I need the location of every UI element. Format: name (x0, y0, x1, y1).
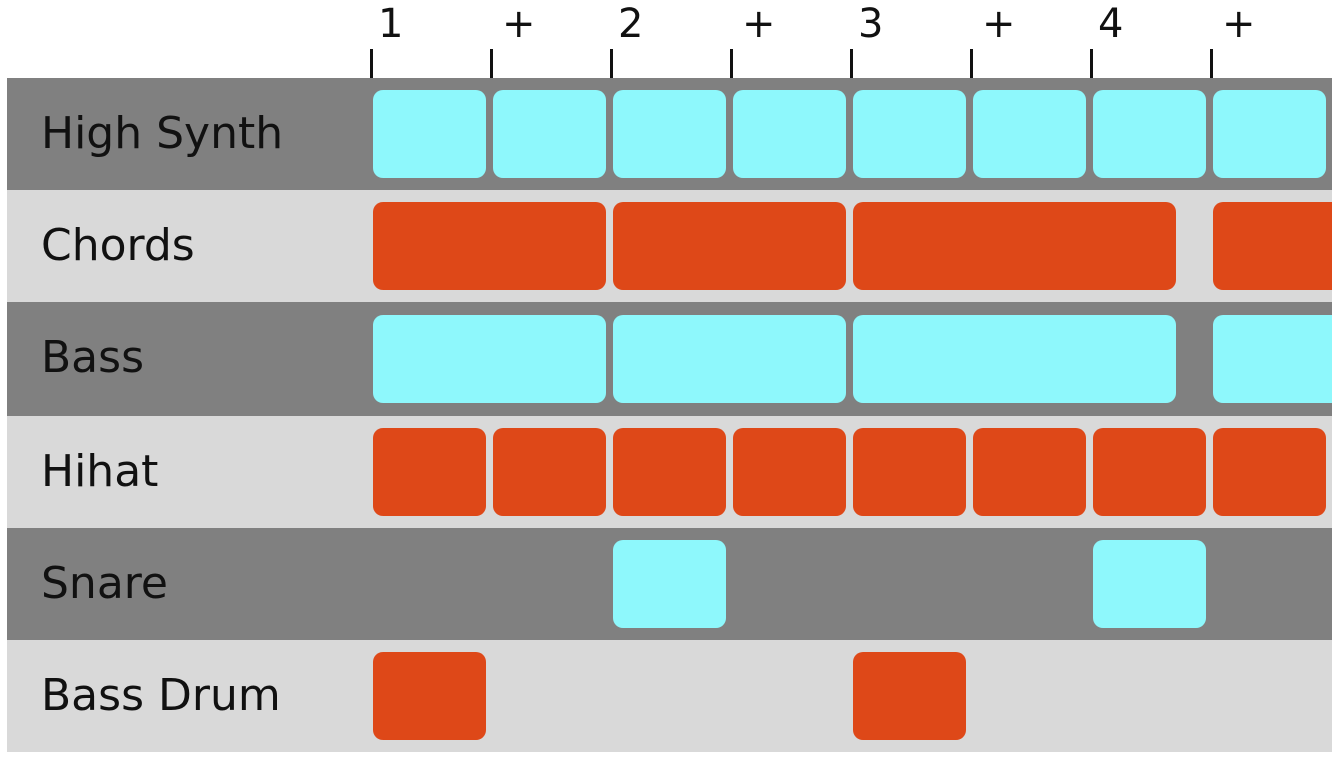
note-cell[interactable] (373, 202, 606, 290)
beat-tick (850, 49, 853, 78)
note-cell[interactable] (853, 652, 966, 740)
track-row-high-synth: High Synth (7, 78, 1332, 190)
note-cell[interactable] (493, 428, 606, 516)
note-cell[interactable] (613, 202, 846, 290)
note-cell[interactable] (373, 315, 606, 403)
beat-tick (1090, 49, 1093, 78)
track-label: Bass Drum (41, 670, 281, 721)
beat-tick (370, 49, 373, 78)
track-row-bass: Bass (7, 302, 1332, 416)
beat-tick (1210, 49, 1213, 78)
note-cell[interactable] (1213, 202, 1332, 290)
note-cell[interactable] (853, 315, 1176, 403)
track-row-bass-drum: Bass Drum (7, 640, 1332, 752)
note-cell[interactable] (493, 90, 606, 178)
track-label: Bass (41, 332, 144, 383)
beat-label: 4 (1098, 1, 1124, 47)
note-cell[interactable] (373, 428, 486, 516)
track-row-snare: Snare (7, 528, 1332, 640)
beat-tick (970, 49, 973, 78)
note-cell[interactable] (1093, 428, 1206, 516)
beat-tick (730, 49, 733, 78)
beat-label: 1 (378, 1, 404, 47)
note-cell[interactable] (1093, 540, 1206, 628)
note-cell[interactable] (853, 90, 966, 178)
note-cell[interactable] (973, 90, 1086, 178)
beat-tick (490, 49, 493, 78)
note-cell[interactable] (613, 540, 726, 628)
beat-label: 3 (858, 1, 884, 47)
note-cell[interactable] (613, 428, 726, 516)
track-label: Snare (41, 558, 168, 609)
track-label: High Synth (41, 108, 284, 159)
note-cell[interactable] (973, 428, 1086, 516)
note-cell[interactable] (853, 202, 1176, 290)
note-cell[interactable] (613, 90, 726, 178)
note-cell[interactable] (1093, 90, 1206, 178)
note-cell[interactable] (373, 652, 486, 740)
note-cell[interactable] (733, 90, 846, 178)
track-label: Chords (41, 220, 195, 271)
note-cell[interactable] (373, 90, 486, 178)
note-cell[interactable] (733, 428, 846, 516)
beat-label: + (982, 1, 1016, 47)
note-cell[interactable] (613, 315, 846, 403)
track-row-hihat: Hihat (7, 416, 1332, 528)
note-cell[interactable] (1213, 428, 1326, 516)
note-cell[interactable] (853, 428, 966, 516)
track-label: Hihat (41, 446, 159, 497)
beat-tick (610, 49, 613, 78)
track-row-chords: Chords (7, 190, 1332, 302)
beat-label: + (1222, 1, 1256, 47)
beat-label: + (742, 1, 776, 47)
beat-label: 2 (618, 1, 644, 47)
note-cell[interactable] (1213, 90, 1326, 178)
note-cell[interactable] (1213, 315, 1332, 403)
beat-label: + (502, 1, 536, 47)
